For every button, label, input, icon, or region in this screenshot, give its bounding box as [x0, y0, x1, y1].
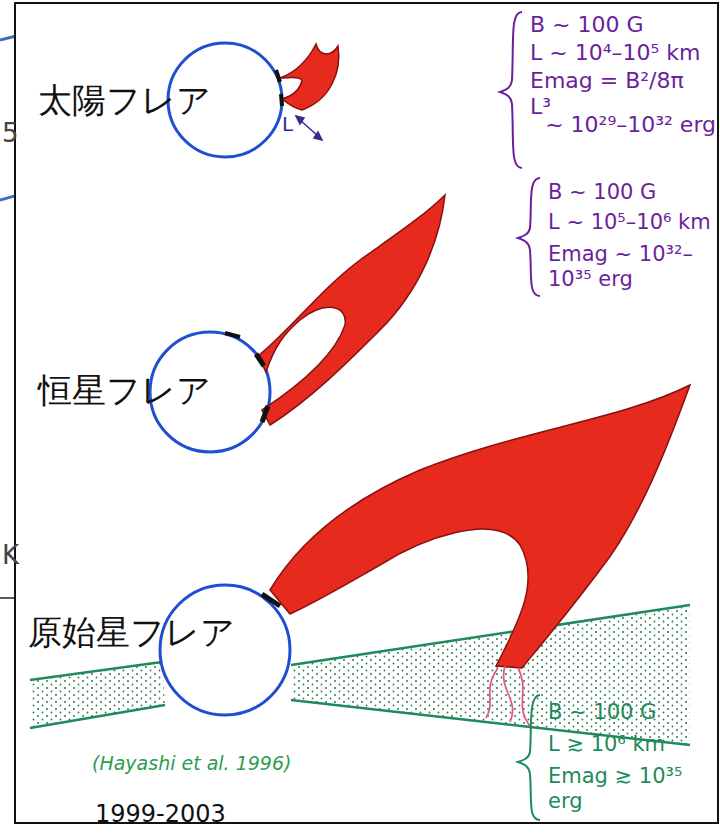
field-line [486, 666, 530, 726]
background-fragment: 5 [2, 118, 19, 149]
energy-range: ~ 10²⁹–10³² erg [545, 112, 716, 138]
background-fragment: K [2, 540, 19, 571]
brace [518, 178, 540, 296]
energy-range: Emag ~ 10³²–10³⁵ erg [548, 242, 712, 292]
flare-title: 太陽フレア [38, 80, 211, 121]
footpoint-mark [276, 70, 280, 82]
flare-title: 恒星フレア [38, 370, 211, 411]
solar-flare [280, 44, 339, 110]
accretion-disk [30, 662, 165, 728]
dimension-label: L [282, 112, 293, 136]
footpoint-mark [262, 594, 280, 606]
slide-frame [15, 3, 718, 823]
field-strength: B ~ 100 G [548, 700, 656, 725]
size-arrow [296, 116, 322, 140]
citation: (Hayashi et al. 1996) [92, 752, 291, 775]
flare-title: 原始星フレア [28, 612, 235, 653]
field-strength: B ~ 100 G [548, 180, 656, 205]
length-scale: L ≳ 10⁶ km [548, 732, 665, 757]
protostar-flare [270, 385, 690, 668]
length-scale: L ~ 10⁵–10⁶ km [548, 210, 711, 235]
field-strength: B ~ 100 G [530, 12, 644, 38]
date-range: 1999-2003 [95, 800, 226, 829]
footpoint-mark [256, 354, 264, 366]
brace [500, 12, 522, 168]
length-scale: L ~ 10⁴–10⁵ km [530, 40, 700, 66]
footpoint-mark [225, 333, 240, 337]
energy-range: Emag ≳ 10³⁵ erg [548, 764, 712, 814]
footpoint-mark [281, 94, 282, 106]
stellar-flare [258, 195, 445, 425]
accretion-disk [291, 605, 690, 745]
brace [518, 695, 540, 820]
footpoint-mark [262, 406, 268, 422]
background-stroke [0, 597, 15, 599]
